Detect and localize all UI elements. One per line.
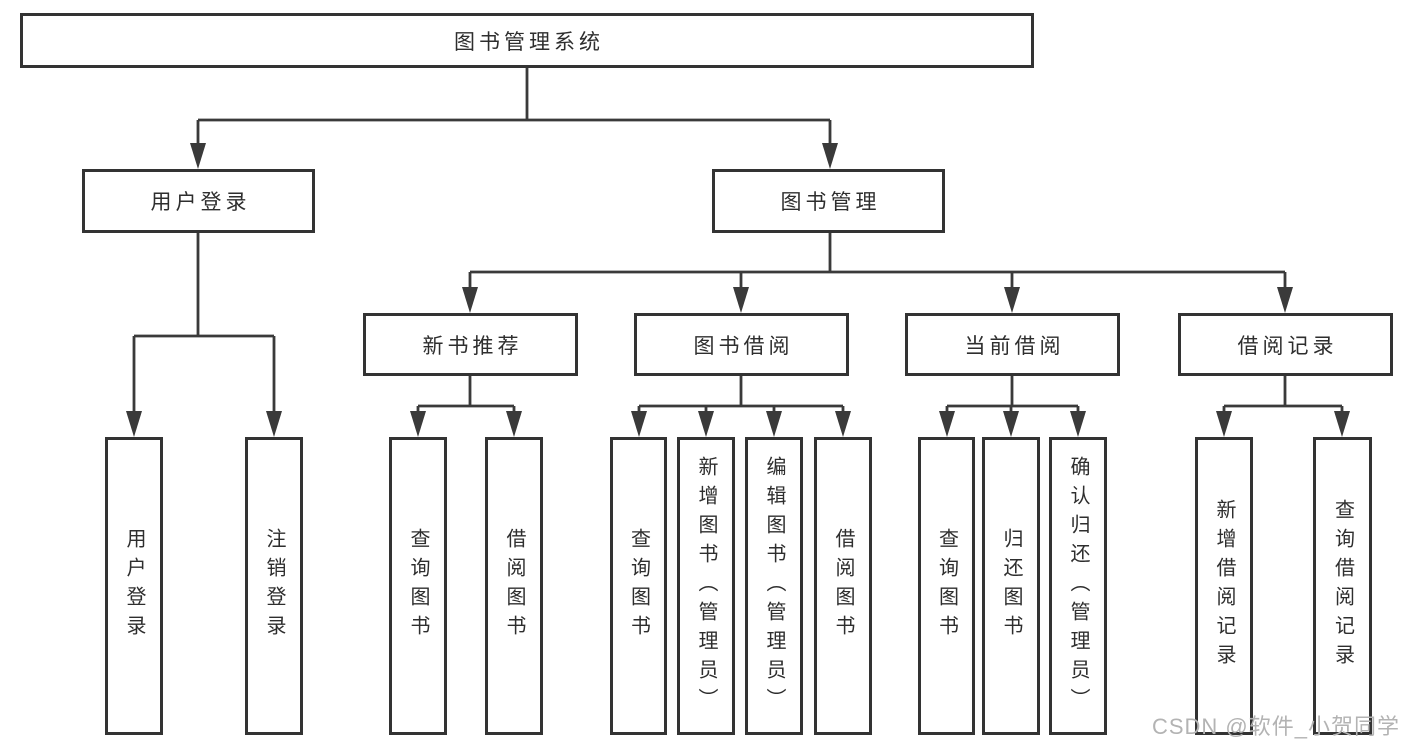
connector-line — [1222, 376, 1344, 417]
arrowhead — [733, 287, 749, 313]
node-label-book-management: 图书管理 — [780, 191, 881, 214]
connector-line — [945, 376, 1080, 417]
arrowhead — [835, 411, 851, 437]
node-label-borrow-record: 借阅记录 — [1237, 334, 1338, 358]
arrowhead — [1216, 411, 1232, 437]
node-label-leaf-add-book-admin: 新增图书（管理员） — [695, 455, 717, 717]
connector-line — [468, 233, 1287, 293]
node-label-leaf-borrow-book-1: 借阅图书 — [503, 528, 525, 644]
node-label-new-book-recommend: 新书推荐 — [422, 334, 523, 358]
node-book-management: 图书管理 — [712, 169, 945, 233]
connector-line — [196, 68, 832, 149]
connector-line — [132, 233, 276, 417]
node-label-leaf-user-login: 用户登录 — [123, 528, 145, 644]
node-root: 图书管理系统 — [20, 13, 1034, 68]
node-leaf-return-book: 归还图书 — [982, 437, 1040, 735]
node-leaf-query-borrow-record: 查询借阅记录 — [1313, 437, 1372, 735]
node-label-leaf-logout: 注销登录 — [263, 528, 285, 644]
node-leaf-edit-book-admin: 编辑图书（管理员） — [745, 437, 803, 735]
connector-user-login — [126, 233, 282, 437]
arrowhead — [1004, 287, 1020, 313]
node-leaf-add-borrow-record: 新增借阅记录 — [1195, 437, 1253, 735]
arrowhead — [939, 411, 955, 437]
connector-root — [190, 68, 838, 169]
arrowhead — [631, 411, 647, 437]
node-leaf-query-book-2: 查询图书 — [610, 437, 667, 735]
arrowhead — [126, 411, 142, 437]
node-leaf-query-book-1: 查询图书 — [389, 437, 447, 735]
node-leaf-borrow-book-2: 借阅图书 — [814, 437, 872, 735]
node-label-leaf-edit-book-admin: 编辑图书（管理员） — [763, 455, 785, 717]
arrowhead — [1277, 287, 1293, 313]
node-label-leaf-return-book: 归还图书 — [1000, 528, 1022, 644]
node-label-leaf-query-book-1: 查询图书 — [407, 528, 429, 644]
node-leaf-confirm-return: 确认归还（管理员） — [1049, 437, 1107, 735]
arrowhead — [1070, 411, 1086, 437]
arrowhead — [1334, 411, 1350, 437]
node-label-leaf-query-book-2: 查询图书 — [627, 528, 650, 644]
node-leaf-user-login: 用户登录 — [105, 437, 163, 735]
node-label-root: 图书管理系统 — [454, 30, 604, 54]
arrowhead — [766, 411, 782, 437]
connector-current-borrow — [939, 376, 1086, 437]
node-label-leaf-confirm-return: 确认归还（管理员） — [1067, 455, 1089, 717]
node-leaf-query-book-3: 查询图书 — [918, 437, 975, 735]
node-label-user-login: 用户登录 — [150, 191, 251, 214]
node-current-borrow: 当前借阅 — [905, 313, 1120, 376]
node-label-leaf-query-book-3: 查询图书 — [935, 528, 958, 644]
node-user-login: 用户登录 — [82, 169, 315, 233]
node-label-book-borrow: 图书借阅 — [693, 334, 794, 358]
arrowhead — [462, 287, 478, 313]
node-leaf-logout: 注销登录 — [245, 437, 303, 735]
arrowhead — [190, 143, 206, 169]
arrowhead — [698, 411, 714, 437]
node-label-current-borrow: 当前借阅 — [964, 334, 1065, 358]
arrowhead — [266, 411, 282, 437]
node-leaf-add-book-admin: 新增图书（管理员） — [677, 437, 735, 735]
arrowhead — [506, 411, 522, 437]
node-label-leaf-borrow-book-2: 借阅图书 — [832, 528, 854, 644]
node-leaf-borrow-book-1: 借阅图书 — [485, 437, 543, 735]
connector-borrow-record — [1216, 376, 1350, 437]
node-label-leaf-add-borrow-record: 新增借阅记录 — [1213, 499, 1235, 673]
arrowhead — [1003, 411, 1019, 437]
arrowhead — [822, 143, 838, 169]
node-book-borrow: 图书借阅 — [634, 313, 849, 376]
connector-new-book-recommend — [410, 376, 522, 437]
csdn-watermark: CSDN @软件_小贺同学 — [1151, 714, 1400, 739]
connector-line — [416, 376, 516, 417]
node-label-leaf-query-borrow-record: 查询借阅记录 — [1331, 499, 1354, 673]
connector-book-management — [462, 233, 1293, 313]
node-new-book-recommend: 新书推荐 — [363, 313, 578, 376]
connector-book-borrow — [631, 376, 851, 437]
connector-line — [637, 376, 845, 417]
arrowhead — [410, 411, 426, 437]
node-borrow-record: 借阅记录 — [1178, 313, 1393, 376]
